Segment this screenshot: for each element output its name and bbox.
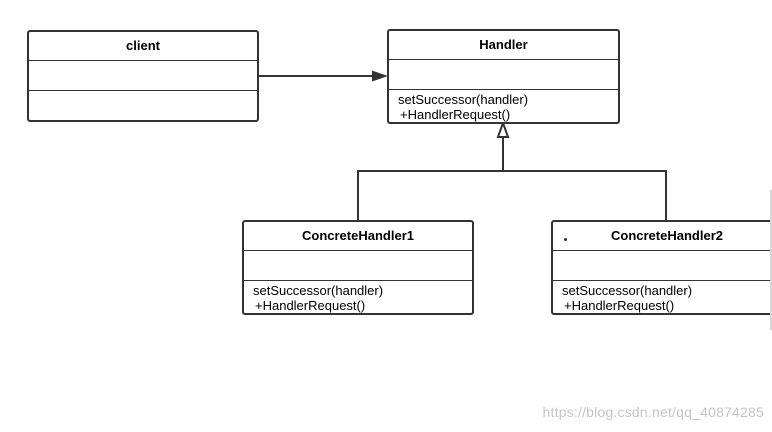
method-handler-request: +HandlerRequest(): [564, 298, 675, 313]
class-client[interactable]: client: [27, 30, 259, 122]
method-handler-request: +HandlerRequest(): [400, 107, 511, 122]
methods-compartment: setSuccessor(handler) +HandlerRequest(): [244, 281, 472, 313]
class-name: ConcreteHandler2: [553, 222, 772, 251]
generalization-arrowhead: [496, 120, 510, 138]
attributes-compartment: [553, 251, 772, 281]
attributes-compartment: [389, 60, 618, 90]
class-handler[interactable]: Handler setSuccessor(handler) +HandlerRe…: [387, 29, 620, 124]
class-name: Handler: [389, 31, 618, 60]
association-arrowhead: [372, 70, 388, 82]
class-concrete-handler-2[interactable]: ConcreteHandler2 setSuccessor(handler) +…: [551, 220, 772, 315]
methods-compartment: [29, 91, 257, 93]
stray-dot: [564, 238, 567, 241]
attributes-compartment: [244, 251, 472, 281]
canvas-edge-line: [770, 190, 772, 330]
method-set-successor: setSuccessor(handler): [398, 92, 529, 107]
watermark-text: https://blog.csdn.net/qq_40874285: [542, 404, 764, 420]
methods-compartment: setSuccessor(handler) +HandlerRequest(): [389, 90, 618, 122]
methods-compartment: setSuccessor(handler) +HandlerRequest(): [553, 281, 772, 313]
method-handler-request: +HandlerRequest(): [255, 298, 366, 313]
class-name: ConcreteHandler1: [244, 222, 472, 251]
method-set-successor: setSuccessor(handler): [253, 283, 384, 298]
method-set-successor: setSuccessor(handler): [562, 283, 693, 298]
class-concrete-handler-1[interactable]: ConcreteHandler1 setSuccessor(handler) +…: [242, 220, 474, 315]
class-name: client: [29, 32, 257, 61]
attributes-compartment: [29, 61, 257, 91]
